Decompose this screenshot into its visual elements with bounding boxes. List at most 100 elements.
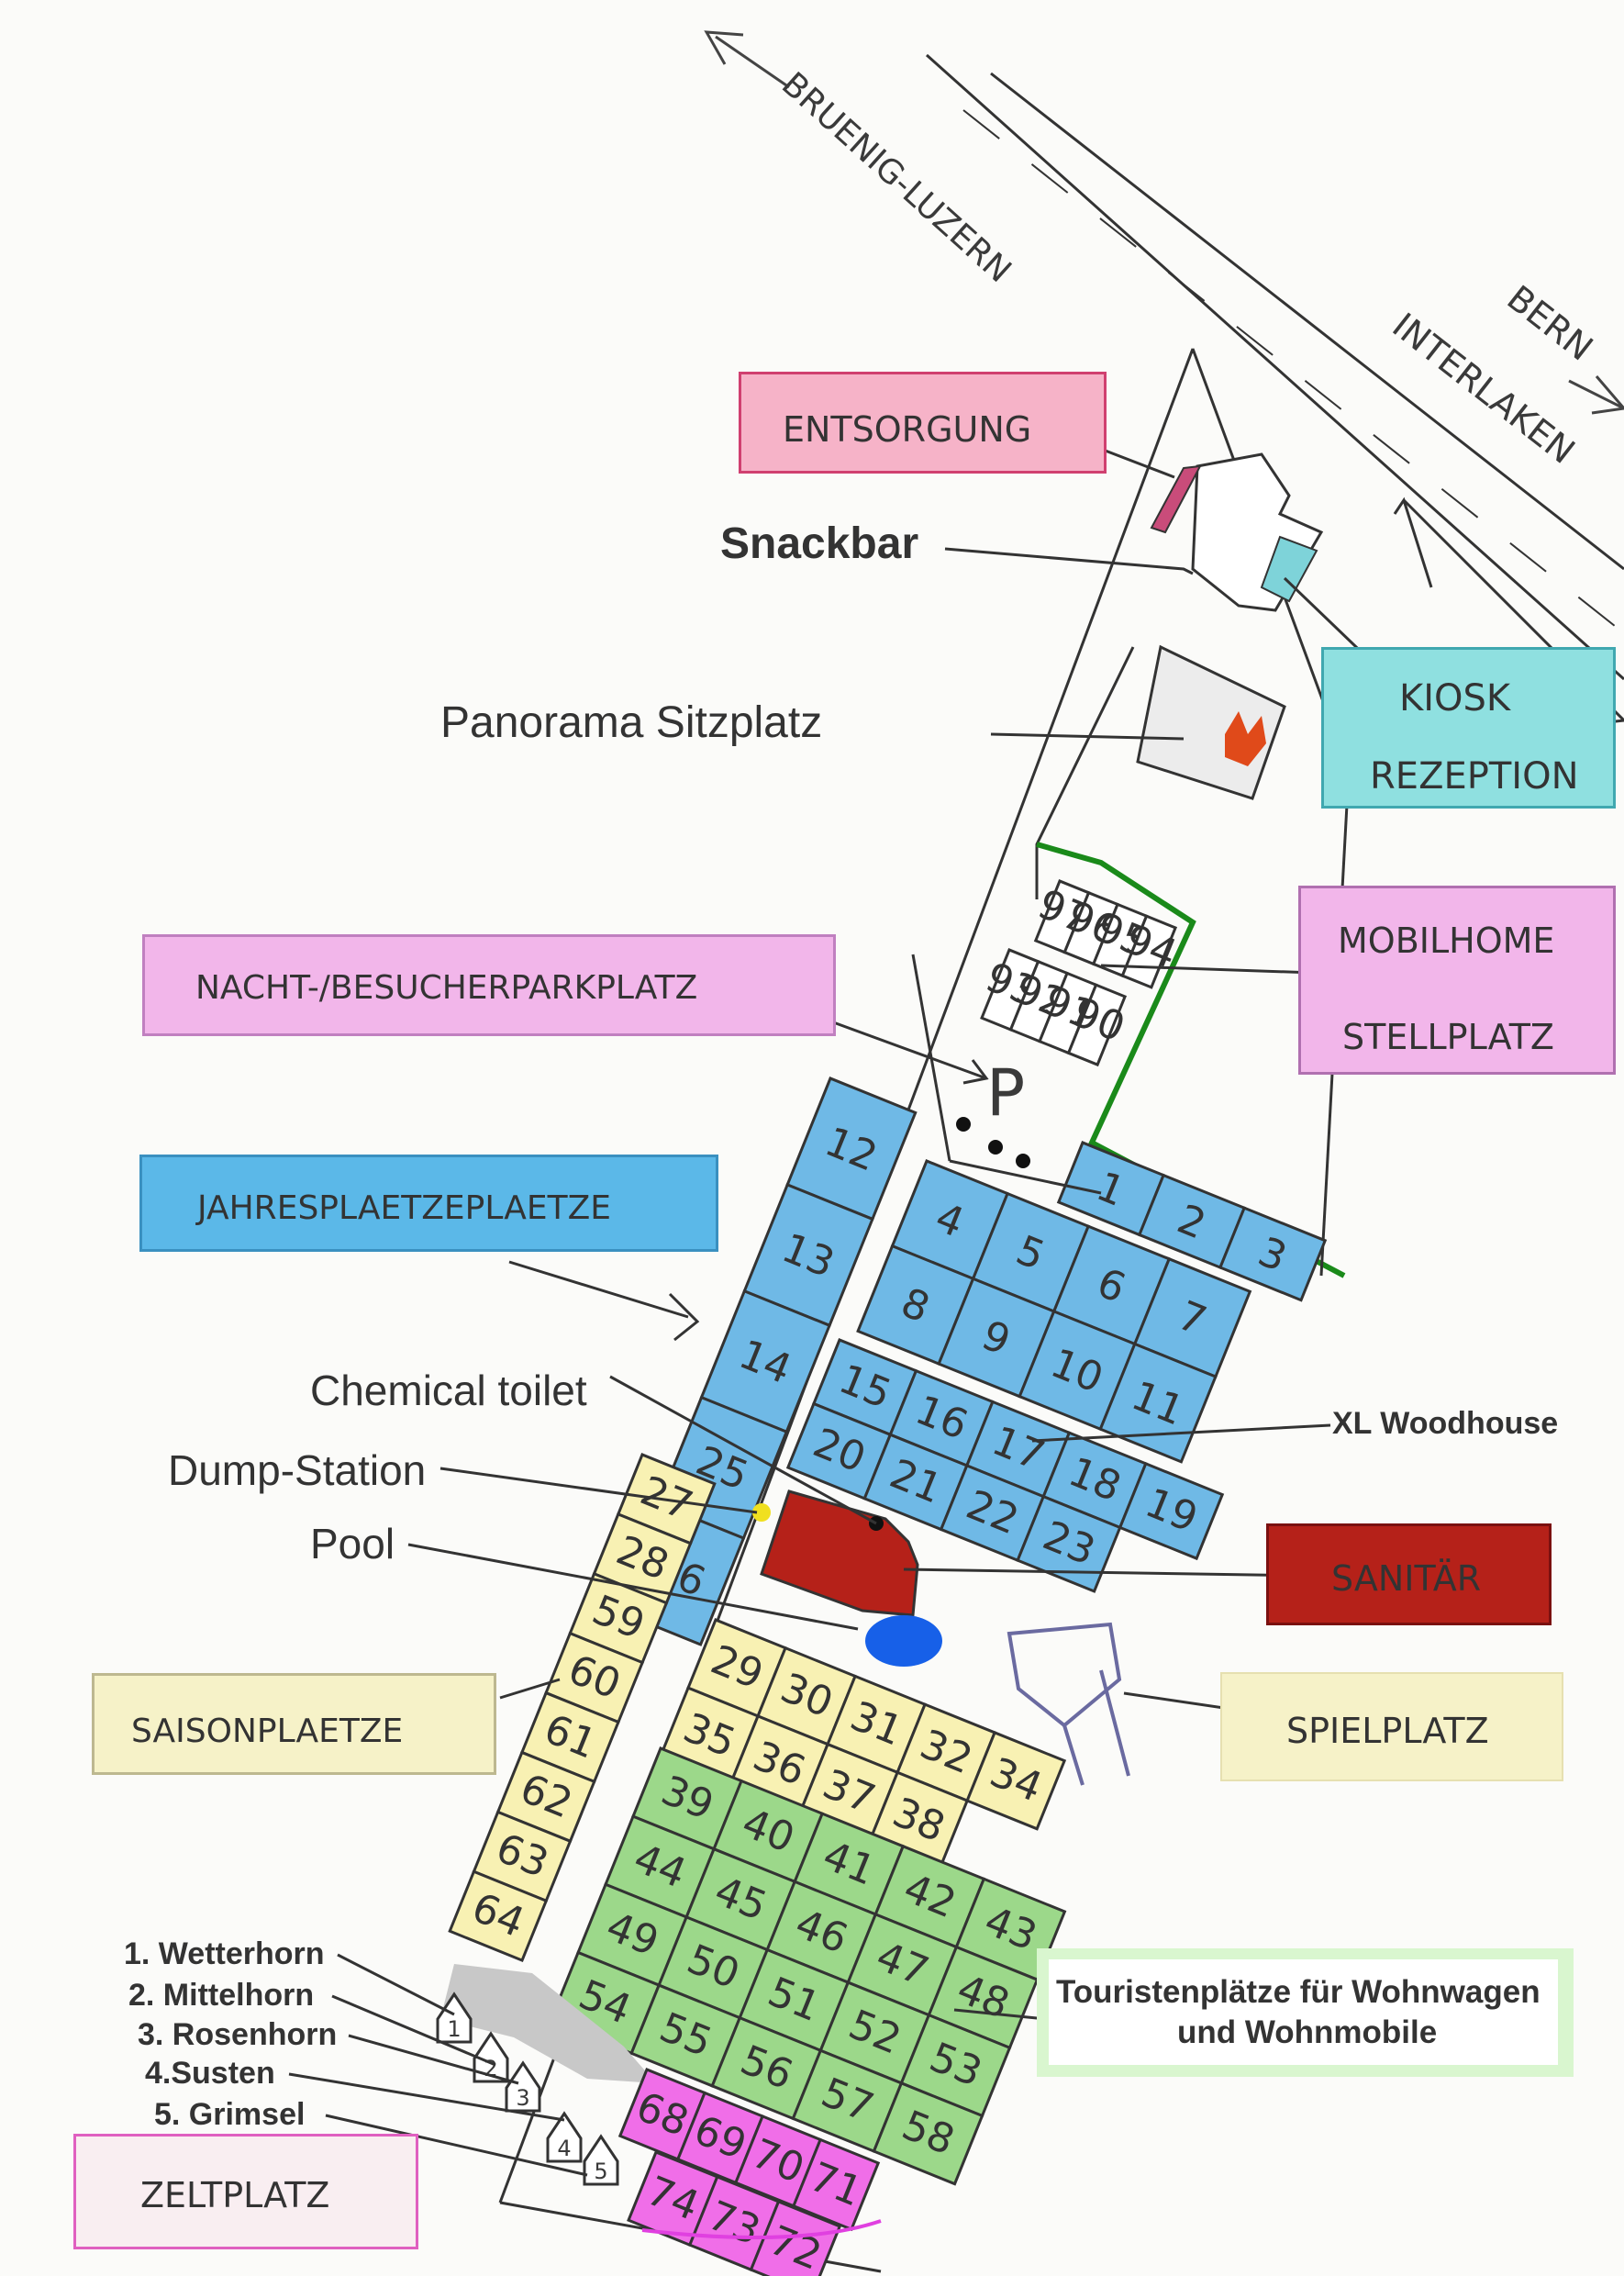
pitch-29[interactable]: 29: [686, 1618, 787, 1718]
pitch-73[interactable]: 73: [687, 2175, 781, 2272]
road-arrow-left: [704, 30, 790, 89]
snackbar-building: [1150, 452, 1324, 612]
entsorgung-text: ENTSORGUNG: [783, 409, 1032, 450]
pitch-19[interactable]: 19: [1118, 1461, 1225, 1561]
mobilhome-text: MOBILHOME: [1338, 920, 1555, 961]
snackbar-label: Snackbar: [720, 519, 919, 568]
pitch-71[interactable]: 71: [791, 2137, 881, 2232]
dump-station-marker: [752, 1503, 771, 1522]
spielplatz-text: SPIELPLATZ: [1286, 1711, 1489, 1751]
hut-name-3: 3. Rosenhorn: [138, 2017, 338, 2052]
saison-label: SAISONPLAETZE: [92, 1673, 496, 1775]
pitch-32[interactable]: 32: [895, 1702, 997, 1802]
pitch-48[interactable]: 48: [927, 1945, 1040, 2050]
pitch-45[interactable]: 45: [684, 1846, 797, 1952]
pitch-58[interactable]: 58: [872, 2081, 984, 2186]
hut-name-4: 4.Susten: [145, 2056, 275, 2091]
saison-text: SAISONPLAETZE: [131, 1713, 404, 1750]
pitch-38[interactable]: 38: [868, 1770, 970, 1871]
hut-1-icon[interactable]: 1: [436, 1992, 473, 2044]
pitch-59[interactable]: 59: [568, 1571, 669, 1665]
pitch-50[interactable]: 50: [657, 1914, 770, 2020]
pitch-53[interactable]: 53: [899, 2013, 1012, 2118]
pitch-21[interactable]: 21: [862, 1433, 969, 1532]
pitch-70[interactable]: 70: [733, 2114, 823, 2208]
pitch-63[interactable]: 63: [472, 1810, 573, 1903]
sanitaer-text: SANITÄR: [1331, 1558, 1482, 1599]
pitch-51[interactable]: 51: [738, 1947, 851, 2053]
pitch-40[interactable]: 40: [712, 1779, 825, 1884]
pitch-14[interactable]: 14: [699, 1289, 832, 1434]
pitch-2[interactable]: 2: [1137, 1173, 1247, 1270]
pitch-57[interactable]: 57: [791, 2048, 904, 2154]
playground-icon: [1007, 1622, 1130, 1786]
pitch-62[interactable]: 62: [495, 1750, 596, 1844]
pitch-15[interactable]: 15: [811, 1338, 918, 1437]
hut-4-icon[interactable]: 4: [546, 2111, 583, 2163]
pitch-8[interactable]: 8: [856, 1244, 975, 1366]
touristen-label: Touristenplätze für Wohnwagen und Wohnmo…: [1037, 1948, 1574, 2077]
jahres-a-grid: 123: [1056, 1141, 1328, 1302]
hut-number: 3: [516, 2085, 529, 2111]
parkplatz-label: NACHT-/BESUCHERPARKPLATZ: [142, 934, 836, 1036]
leader-lines: [288, 430, 1624, 2239]
road-arrow-right: [1568, 375, 1624, 415]
pitch-61[interactable]: 61: [519, 1690, 620, 1784]
pitch-28[interactable]: 28: [592, 1512, 693, 1605]
pitch-69[interactable]: 69: [675, 2091, 765, 2185]
rezeption-text: REZEPTION: [1370, 755, 1579, 798]
pitch-30[interactable]: 30: [756, 1646, 858, 1746]
entsorgung-label: ENTSORGUNG: [739, 372, 1107, 474]
pitch-23[interactable]: 23: [1016, 1494, 1122, 1593]
hut-number: 1: [447, 2016, 461, 2042]
pitch-17[interactable]: 17: [964, 1400, 1072, 1499]
pitch-22[interactable]: 22: [939, 1464, 1046, 1563]
mobilhome-label: MOBILHOME STELLPLATZ: [1298, 886, 1616, 1075]
fire-pit-icon: [1225, 711, 1266, 766]
pitch-34[interactable]: 34: [965, 1730, 1067, 1831]
jahres-block-a: 123: [1056, 1141, 1328, 1302]
hut-name-2: 2. Mittelhorn: [128, 1978, 315, 2013]
chemical-toilet-label: Chemical toilet: [310, 1367, 587, 1414]
xl-woodhouse-label: XL Woodhouse: [1332, 1406, 1559, 1441]
pitch-20[interactable]: 20: [785, 1401, 893, 1501]
pitch-46[interactable]: 46: [765, 1880, 878, 1985]
pitch-74[interactable]: 74: [627, 2150, 719, 2248]
pitch-10[interactable]: 10: [1018, 1309, 1137, 1432]
pitch-41[interactable]: 41: [793, 1812, 906, 1916]
pitch-16[interactable]: 16: [888, 1368, 995, 1467]
pitch-39[interactable]: 39: [631, 1746, 744, 1851]
hut-3-icon[interactable]: 3: [505, 2060, 541, 2113]
panorama-label: Panorama Sitzplatz: [440, 698, 823, 747]
pitch-4[interactable]: 4: [890, 1159, 1010, 1281]
path-area: [440, 1964, 656, 2083]
sanitaer-label: SANITÄR: [1266, 1523, 1552, 1625]
pitch-44[interactable]: 44: [604, 1814, 717, 1919]
jahres-label: JAHRESPLAETZEPLAETZE: [139, 1155, 718, 1252]
pitch-7[interactable]: 7: [1132, 1256, 1252, 1379]
hut-5-icon[interactable]: 5: [583, 2134, 619, 2186]
road-label-bruenig: BRUENIG-LUZERN: [774, 65, 1018, 290]
pitch-95[interactable]: 95: [1085, 900, 1156, 979]
pitch-72[interactable]: 72: [749, 2199, 842, 2276]
pitch-64[interactable]: 64: [448, 1869, 549, 1963]
zeltplatz-label: ZELTPLATZ: [73, 2134, 418, 2249]
pitch-5[interactable]: 5: [971, 1191, 1091, 1313]
pitch-56[interactable]: 56: [710, 2015, 823, 2121]
pool-icon: [865, 1615, 942, 1667]
pitch-47[interactable]: 47: [846, 1912, 959, 2017]
touristen-text-2: und Wohnmobile: [1177, 2014, 1438, 2050]
zeltplatz-text: ZELTPLATZ: [140, 2175, 330, 2215]
pitch-9[interactable]: 9: [937, 1277, 1056, 1399]
pitch-3[interactable]: 3: [1218, 1206, 1328, 1302]
spielplatz-label: SPIELPLATZ: [1220, 1672, 1563, 1781]
parkplatz-text: NACHT-/BESUCHERPARKPLATZ: [195, 969, 698, 1007]
pitch-52[interactable]: 52: [818, 1980, 931, 2085]
